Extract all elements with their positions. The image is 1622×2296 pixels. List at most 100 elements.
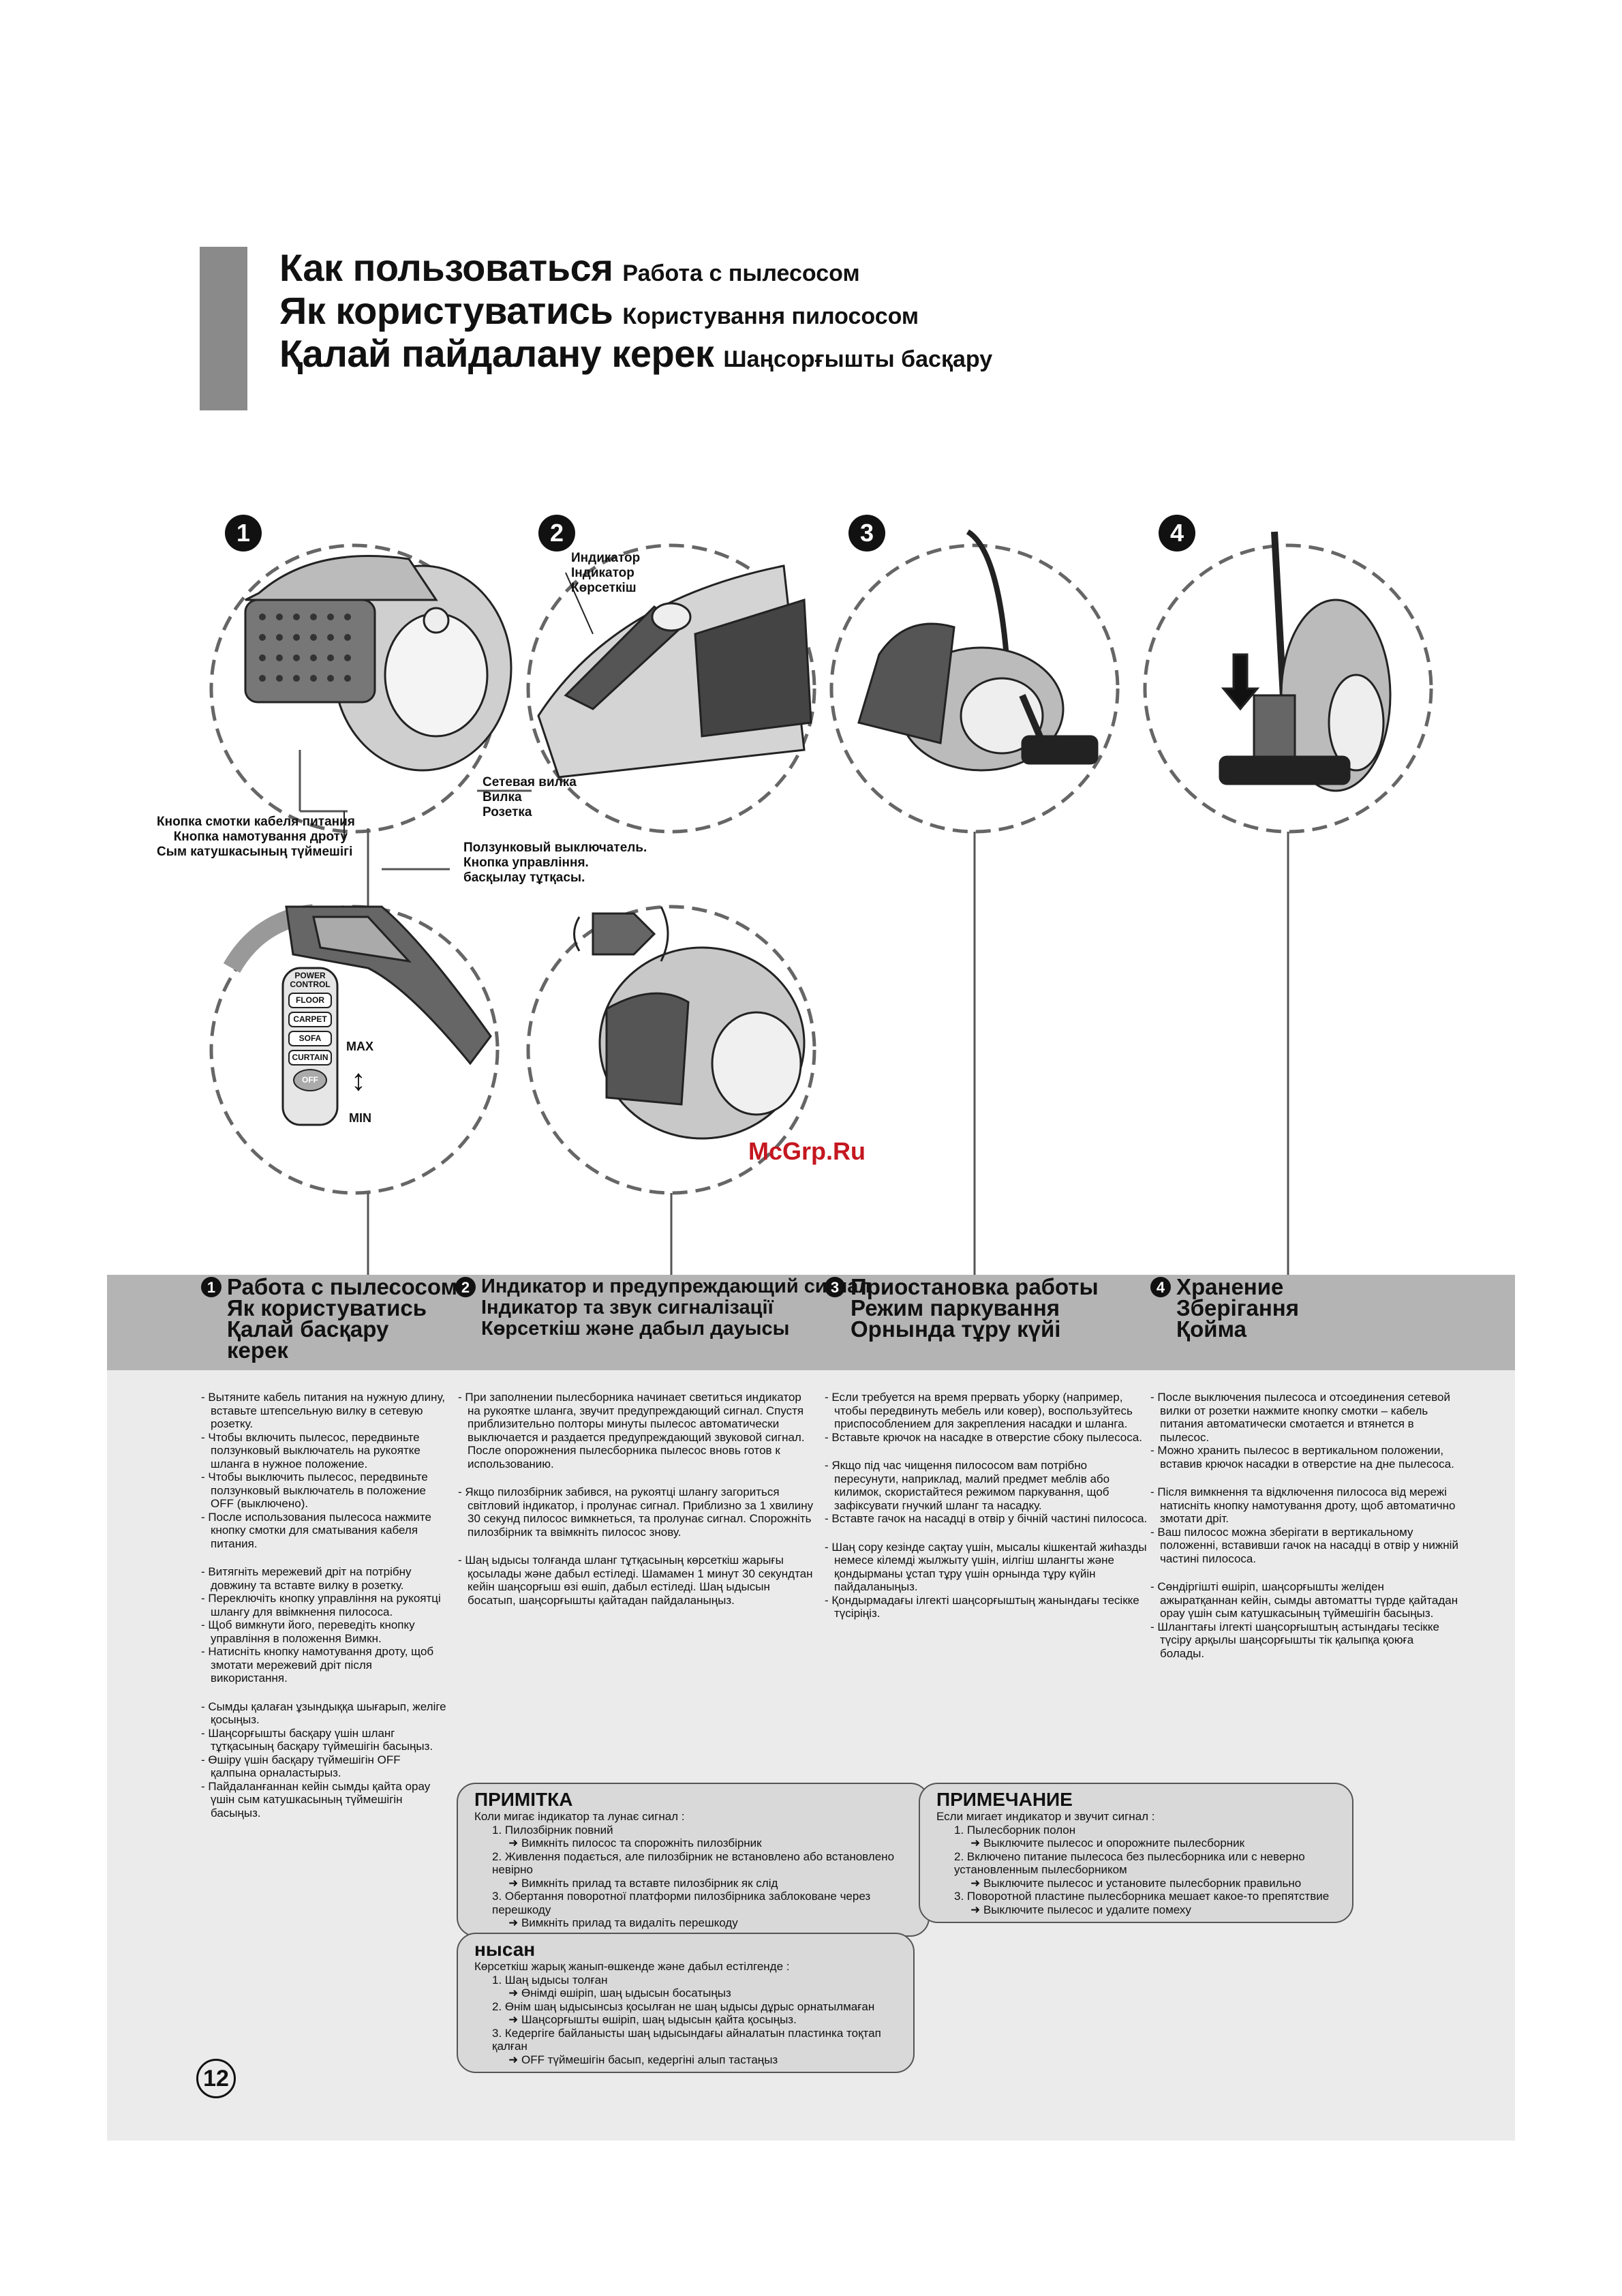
note-kz-action-3: ➜ OFF түймешігін басып, кедергіні алып т…	[508, 2053, 778, 2066]
col4-ua-1: Після вимкнення та відключення пилососа …	[1150, 1485, 1460, 1526]
section-3-line-2: Режим паркування	[851, 1295, 1060, 1320]
power-control-title-2: CONTROL	[290, 980, 331, 989]
note-kz-title: нысан	[474, 1939, 536, 1960]
indicator-label-ru: Индикатор	[571, 551, 641, 565]
col1-ru-4: После использования пылесоса нажмите кно…	[201, 1511, 446, 1551]
column-2: При заполнении пылесборника начинает све…	[458, 1391, 816, 1622]
col4-kz-2: Шлангтағы ілгекті шаңсорғыштың астындағы…	[1150, 1620, 1460, 1661]
col1-ru-1: Вытяните кабель питания на нужную длину,…	[201, 1391, 446, 1431]
section-2-line-2: Індикатор та звук сигналізації	[481, 1297, 774, 1318]
note-kz-item-3: 3. Кедергіге байланысты шаң ыдысындағы а…	[492, 2026, 881, 2053]
col4-kz-1: Сөндіргішті өшіріп, шаңсорғышты желіден …	[1150, 1580, 1460, 1620]
title-main-kz: Қалай пайдалану керек	[279, 332, 714, 375]
slider-label-ua: Кнопка управління.	[463, 856, 589, 870]
col3-ua-1: Якщо під час чищення пилососом вам потрі…	[825, 1459, 1148, 1512]
col4-ua-2: Ваш пилосос можна зберігати в вертикальн…	[1150, 1526, 1460, 1566]
step-badge-1: 1	[225, 515, 262, 552]
plug-label: Сетевая вилка Вилка Розетка	[483, 775, 577, 820]
col3-group-ru: Если требуется на время прервать уборку …	[825, 1391, 1148, 1444]
note-ua-action-1: ➜ Вимкніть пилосос та спорожніть пилозбі…	[508, 1837, 762, 1849]
slider-label-ru: Ползунковый выключатель.	[463, 841, 647, 855]
col3-kz-2: Қондырмадағы ілгекті шаңсорғыштың жанынд…	[825, 1594, 1148, 1620]
watermark: McGrp.Ru	[748, 1137, 866, 1165]
slider-label-kz: басқылау тұтқасы.	[463, 871, 585, 885]
note-ua-intro: Коли мигає індикатор та лунає сигнал :	[474, 1810, 685, 1823]
note-ru-title: ПРИМЕЧАНИЕ	[936, 1789, 1073, 1810]
title-main-ua: Як користуватись	[279, 289, 613, 332]
col3-group-kz: Шаң сору кезінде сақтау үшін, мысалы кіш…	[825, 1541, 1148, 1620]
section-1-line-4: керек	[227, 1338, 288, 1363]
section-number-1: 1	[201, 1277, 221, 1297]
section-4-line-3: Қойма	[1176, 1316, 1246, 1342]
col3-ru-1: Если требуется на время прервать уборку …	[825, 1391, 1148, 1431]
column-1: Вытяните кабель питания на нужную длину,…	[201, 1391, 446, 1834]
title-sub-kz: Шаңсорғышты басқару	[723, 346, 993, 372]
section-title-band	[107, 1275, 1515, 1370]
col3-ua-2: Вставте гачок на насадці в отвір у бічні…	[825, 1512, 1148, 1526]
col1-ua-4: Натисніть кнопку намотування дроту, щоб …	[201, 1645, 446, 1685]
up-down-arrow-icon: ↕	[351, 1063, 366, 1097]
carpet-mode-button: CARPET	[288, 1012, 332, 1027]
section-3-line-3: Орнында тұру күйі	[851, 1316, 1061, 1342]
power-control-panel: POWER CONTROL FLOOR CARPET SOFA CURTAIN …	[286, 971, 334, 1095]
section-number-2: 2	[455, 1277, 476, 1297]
slider-label: Ползунковый выключатель. Кнопка управлін…	[463, 841, 647, 886]
section-3-line-1: Приостановка работы	[851, 1274, 1099, 1299]
cord-button-label-ru: Кнопка смотки кабеля питания	[157, 815, 355, 829]
col2-group-ru: При заполнении пылесборника начинает све…	[458, 1391, 816, 1470]
col1-kz-1: Сымды қалаған ұзындыққа шығарып, желіге …	[201, 1700, 446, 1727]
section-4-line-1: Хранение	[1176, 1274, 1284, 1299]
col1-ru-3: Чтобы выключить пылесос, передвиньте пол…	[201, 1470, 446, 1511]
step-badge-3: 3	[848, 515, 885, 552]
col1-ua-2: Переключіть кнопку управління на рукоятц…	[201, 1592, 446, 1618]
col1-kz-3: Өшіру үшін басқару түймешігін OFF қалпын…	[201, 1753, 446, 1780]
col2-ua-1: Якщо пилозбірник забився, на рукоятці шл…	[458, 1485, 816, 1539]
note-kz-item-2: 2. Өнім шаң ыдысынсыз қосылған не шаң ыд…	[492, 1999, 875, 2013]
note-ru-action-1: ➜ Выключите пылесос и опорожните пылесбо…	[970, 1837, 1245, 1849]
indicator-label-ua: Індикатор	[571, 566, 634, 580]
section-1-line-1: Работа с пылесосом	[227, 1274, 457, 1299]
col4-group-kz: Сөндіргішті өшіріп, шаңсорғышты желіден …	[1150, 1580, 1460, 1660]
note-ru-item-2: 2. Включено питание пылесоса без пылесбо…	[954, 1849, 1305, 1877]
col2-ru-1: При заполнении пылесборника начинает све…	[458, 1391, 816, 1470]
section-1-line-3: Қалай басқару	[227, 1316, 389, 1342]
floor-mode-button: FLOOR	[288, 993, 332, 1008]
section-2-line-3: Көрсеткіш және дабыл дауысы	[481, 1318, 790, 1340]
step-badge-4: 4	[1159, 515, 1195, 552]
col1-ua-1: Витягніть мережевий дріт на потрібну дов…	[201, 1565, 446, 1592]
col4-ru-2: Можно хранить пылесос в вертикальном пол…	[1150, 1444, 1460, 1470]
page-number: 12	[196, 2059, 236, 2098]
note-ua-item-3: 3. Обертання поворотної платформи пилозб…	[492, 1890, 871, 1916]
header-accent-bar	[200, 247, 247, 410]
off-mode-button: OFF	[293, 1069, 327, 1091]
indicator-label: Индикатор Індикатор Көрсеткіш	[571, 551, 640, 596]
cord-button-label-ua: Кнопка намотування дроту	[173, 830, 348, 844]
min-label: MIN	[349, 1111, 371, 1125]
title-main-ru: Как пользоваться	[279, 246, 613, 289]
curtain-mode-button: CURTAIN	[288, 1050, 332, 1066]
col1-kz-4: Пайдаланғаннан кейін сымды қайта орау үш…	[201, 1780, 446, 1820]
section-number-4: 4	[1150, 1277, 1171, 1297]
note-ua-action-2: ➜ Вимкніть прилад та вставте пилозбірник…	[508, 1876, 778, 1890]
note-ua-item-1: 1. Пилозбірник повний	[492, 1823, 613, 1837]
plug-label-ua: Вилка	[483, 790, 522, 804]
plug-label-ru: Сетевая вилка	[483, 775, 577, 789]
note-kz-item-1: 1. Шаң ыдысы толған	[492, 1973, 608, 1987]
title-line-kz: Қалай пайдалану керек Шаңсорғышты басқару	[279, 331, 992, 376]
note-ru-item-3: 3. Поворотной пластине пылесборника меша…	[954, 1890, 1330, 1903]
col4-group-ru: После выключения пылесоса и отсоединения…	[1150, 1391, 1460, 1470]
col4-group-ua: Після вимкнення та відключення пилососа …	[1150, 1485, 1460, 1565]
col4-ru-1: После выключения пылесоса и отсоединения…	[1150, 1391, 1460, 1444]
column-3: Если требуется на время прервать уборку …	[825, 1391, 1148, 1635]
section-2-line-1: Индикатор и предупреждающий сигнал	[481, 1275, 871, 1297]
indicator-label-kz: Көрсеткіш	[571, 581, 637, 595]
note-ru-action-2: ➜ Выключите пылесос и установите пылесбо…	[970, 1876, 1302, 1890]
note-ua-item-2: 2. Живлення подається, але пилозбірник н…	[492, 1849, 895, 1877]
col2-kz-1: Шаң ыдысы толғанда шланг тұтқасының көрс…	[458, 1554, 816, 1607]
max-label: MAX	[346, 1040, 373, 1053]
